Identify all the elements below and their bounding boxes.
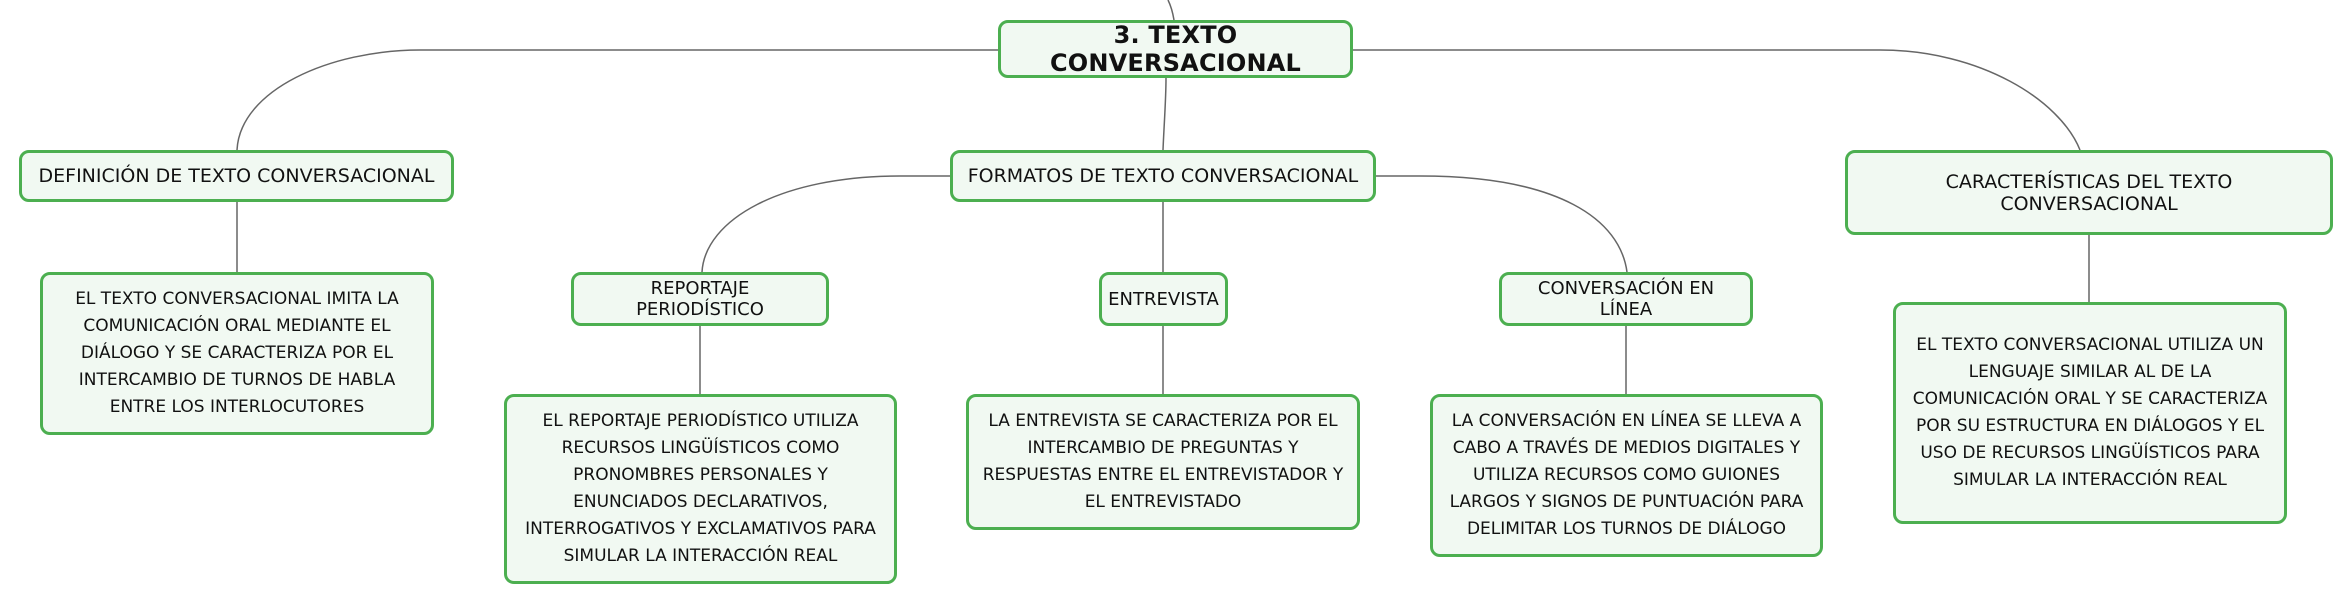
subtopic-entrevista[interactable]: ENTREVISTA [1099,272,1228,326]
desc-caracteristicas[interactable]: EL TEXTO CONVERSACIONAL UTILIZA UN LENGU… [1893,302,2287,524]
connector-parent-root [1167,0,1175,21]
desc-conversacion[interactable]: LA CONVERSACIÓN EN LÍNEA SE LLEVA A CABO… [1430,394,1823,557]
topic-definicion[interactable]: DEFINICIÓN DE TEXTO CONVERSACIONAL [19,150,454,202]
connector-root-definition [236,49,998,151]
connector-root-formats [1162,77,1167,151]
topic-formatos[interactable]: FORMATOS DE TEXTO CONVERSACIONAL [950,150,1376,202]
root-topic[interactable]: 3. TEXTO CONVERSACIONAL [998,20,1353,78]
connector-formats-conversacion [1373,175,1628,273]
subtopic-conversacion[interactable]: CONVERSACIÓN EN LÍNEA [1499,272,1753,326]
desc-entrevista[interactable]: LA ENTREVISTA SE CARACTERIZA POR EL INTE… [966,394,1360,530]
desc-reportaje[interactable]: EL REPORTAJE PERIODÍSTICO UTILIZA RECURS… [504,394,897,584]
topic-caracteristicas[interactable]: CARACTERÍSTICAS DEL TEXTO CONVERSACIONAL [1845,150,2333,235]
connector-formats-reportaje [701,175,953,273]
connector-root-characteristics [1353,49,2081,151]
desc-definicion[interactable]: EL TEXTO CONVERSACIONAL IMITA LA COMUNIC… [40,272,434,435]
subtopic-reportaje[interactable]: REPORTAJE PERIODÍSTICO [571,272,829,326]
